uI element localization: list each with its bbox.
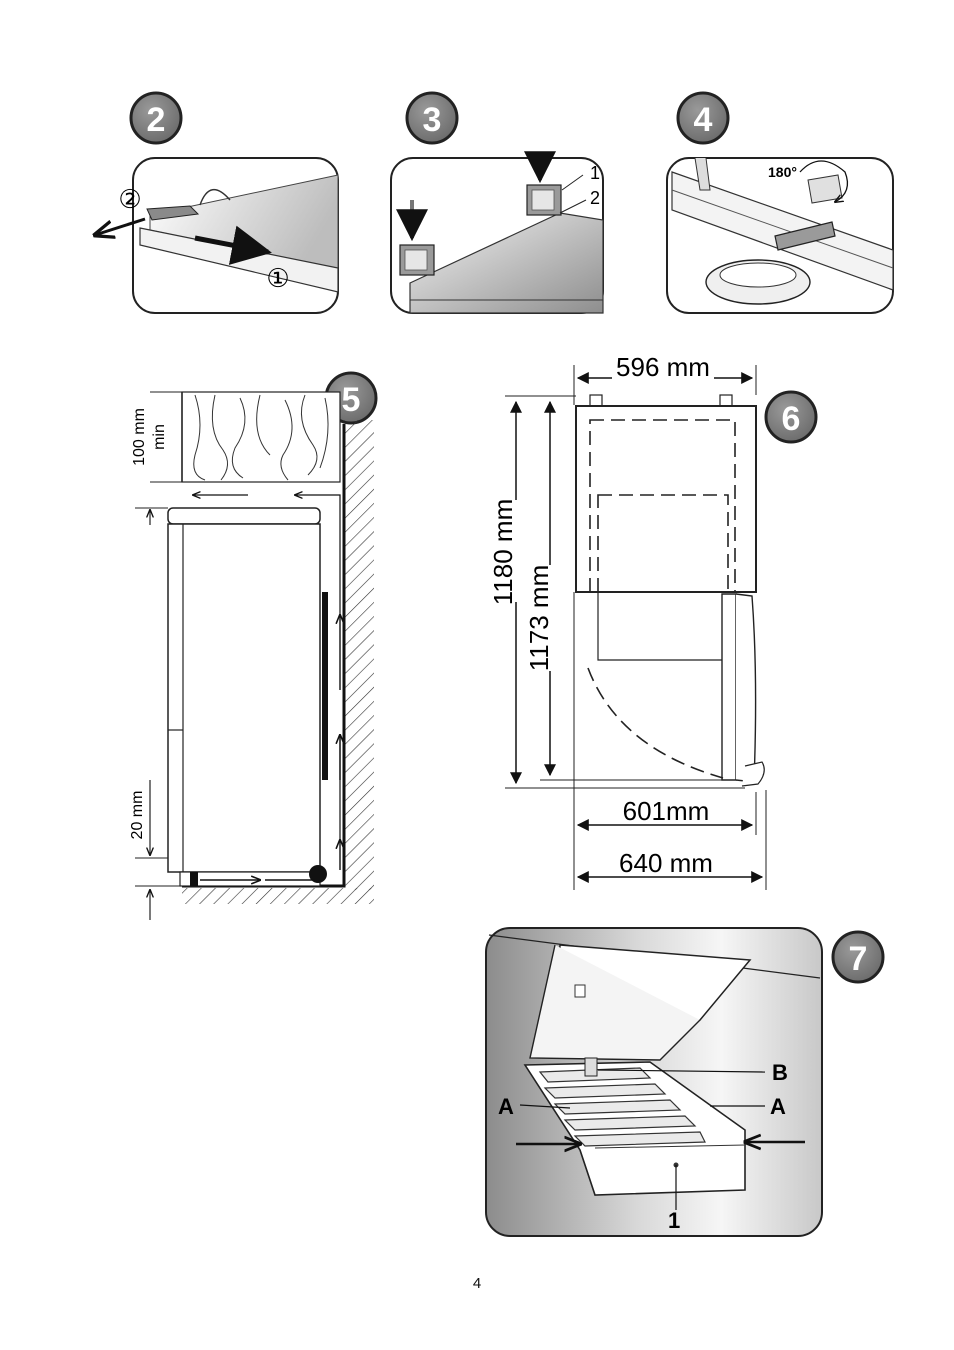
- figure-3-callout-1: 1: [590, 163, 600, 183]
- figure-7-label-a-left: A: [498, 1094, 514, 1119]
- figure-3-callout-2: 2: [590, 188, 600, 208]
- figure-5-top-gap-value: 100 mm: [131, 408, 148, 466]
- figure-2-callout-1: ①: [266, 263, 289, 293]
- figure-4-number: 4: [694, 101, 713, 139]
- figure-3-leader-2: [559, 199, 587, 214]
- figure-4-drip-tray: [774, 221, 836, 251]
- figure-5-condenser: [322, 592, 328, 780]
- figure-3-bracket-right: [526, 184, 562, 216]
- figure-7-label-a-right: A: [770, 1094, 786, 1119]
- figure-5-fridge-body: [167, 523, 321, 873]
- figure-3-panel: [409, 212, 604, 314]
- figure-7-label-b: B: [772, 1060, 788, 1085]
- figure-2-number: 2: [147, 101, 166, 139]
- figure-5-top-gap-qualifier: min: [151, 424, 168, 450]
- figure-6-number: 6: [782, 400, 801, 438]
- figure-3-leader-1: [561, 174, 584, 191]
- figure-3-panel-edge: [409, 283, 603, 301]
- figure-5-fridge-base: [179, 871, 321, 887]
- figure-6-width-label: 596 mm: [616, 352, 710, 382]
- figure-3: 3 1 2: [390, 91, 604, 314]
- figure-5-fridge-top: [167, 507, 321, 525]
- figure-5-floor-hatch: [182, 888, 374, 904]
- figure-6-depth-door-label: 601mm: [623, 796, 710, 826]
- figure-5-cabinet: [181, 391, 341, 483]
- figure-2-pull-arrow: [95, 217, 146, 235]
- figure-3-number: 3: [423, 101, 442, 139]
- figure-7-number: 7: [849, 940, 868, 978]
- figure-4-bowl: [705, 259, 811, 305]
- figure-5: 5: [129, 371, 378, 920]
- figure-4-rotating-part: [807, 174, 843, 204]
- figure-4-angle-label: 180°: [768, 164, 797, 180]
- figure-6-door-swing-arc: [587, 667, 724, 779]
- figure-3-bracket-left: [399, 244, 435, 276]
- figure-5-wheel: [309, 865, 327, 883]
- figure-7-badge: 7: [831, 930, 885, 984]
- figure-5-number: 5: [342, 381, 361, 419]
- figure-6-badge: 6: [764, 390, 818, 444]
- figure-2-badge: 2: [129, 91, 183, 145]
- figure-6-cabinet-outline: [575, 405, 757, 593]
- figure-2-callout-2: ②: [118, 184, 141, 214]
- figure-2-cover-curve: [199, 189, 231, 206]
- figure-6: 6 596 mm 1180 mm 1173 mm: [488, 352, 818, 890]
- figure-4-rail: [671, 171, 894, 291]
- figure-2-slide-arrow: [194, 225, 272, 265]
- figure-4-badge: 4: [676, 91, 730, 145]
- figure-3-badge: 3: [405, 91, 459, 145]
- figure-4: 4 180°: [666, 91, 894, 314]
- figure-7-label-1: 1: [668, 1208, 680, 1233]
- figure-6-height-total-label: 1180 mm: [488, 499, 518, 605]
- figure-6-height-body-label: 1173 mm: [524, 565, 554, 671]
- figure-2: 2 ① ②: [95, 91, 339, 314]
- figure-4-rotation-arrow: [799, 160, 849, 202]
- figure-4-rail-line: [671, 189, 894, 269]
- figure-6-depth-open-label: 640 mm: [619, 848, 713, 878]
- figure-5-wall-hatch: [344, 420, 374, 890]
- figure-4-post: [694, 157, 711, 191]
- page-number: 4: [472, 1275, 482, 1292]
- figure-6-door: [721, 593, 737, 781]
- figure-2-clip-part: [146, 205, 200, 221]
- figure-5-wood-grain: [193, 394, 329, 481]
- figure-7: 7 B A A 1: [485, 927, 885, 1237]
- figure-5-bottom-gap-label: 20 mm: [129, 791, 146, 840]
